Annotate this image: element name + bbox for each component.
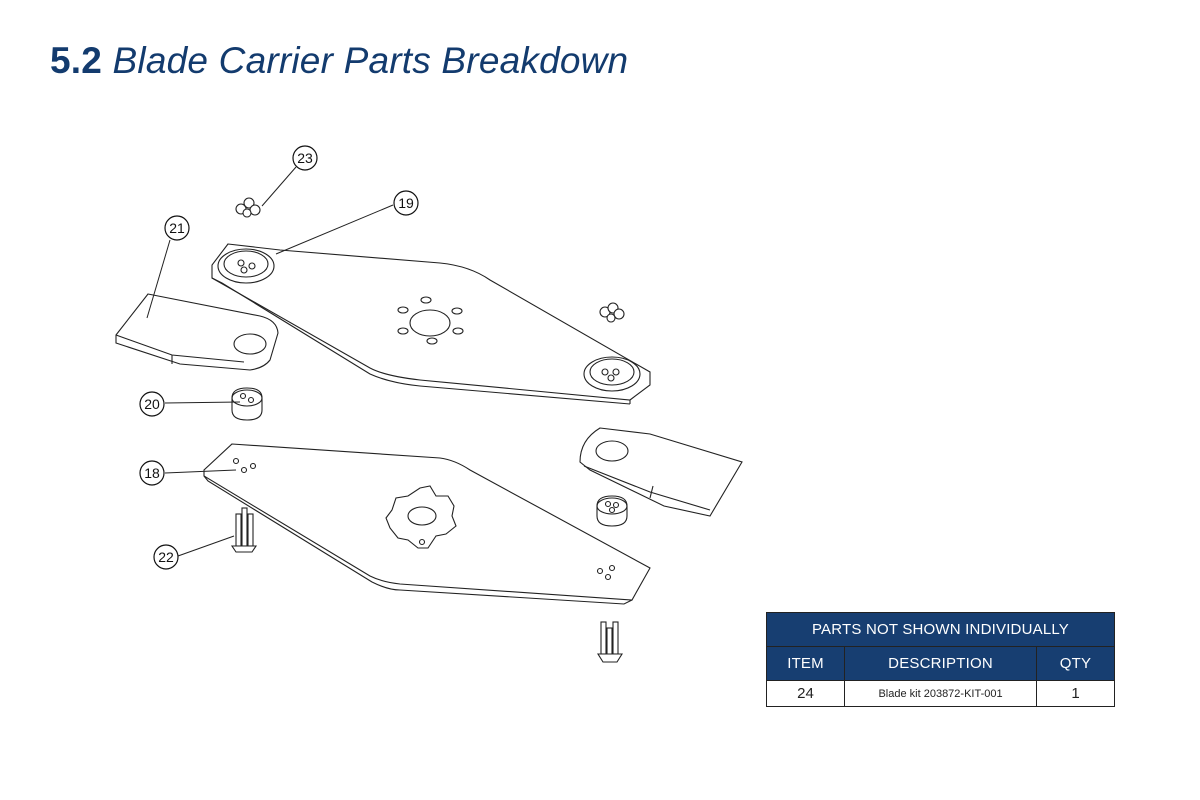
callout-23: 23 bbox=[292, 145, 318, 171]
leader-21 bbox=[146, 239, 171, 319]
svg-text:21: 21 bbox=[169, 220, 185, 236]
header-qty: QTY bbox=[1036, 646, 1115, 681]
svg-text:23: 23 bbox=[297, 150, 313, 166]
header-item: ITEM bbox=[765, 646, 846, 681]
bolt-cluster-left bbox=[230, 507, 258, 553]
leader-19 bbox=[275, 204, 394, 255]
cell-item: 24 bbox=[765, 680, 846, 707]
callout-19: 19 bbox=[393, 190, 419, 216]
left-blade bbox=[115, 293, 279, 371]
parts-not-shown-table: PARTS NOT SHOWN INDIVIDUALLY ITEM DESCRI… bbox=[765, 612, 1115, 707]
callout-20: 20 bbox=[139, 391, 165, 417]
svg-text:18: 18 bbox=[144, 465, 160, 481]
leader-18 bbox=[164, 469, 237, 474]
bolt-cluster-right bbox=[597, 621, 623, 663]
table-title: PARTS NOT SHOWN INDIVIDUALLY bbox=[766, 612, 1115, 647]
cell-qty: 1 bbox=[1036, 680, 1115, 707]
callout-18: 18 bbox=[139, 460, 165, 486]
svg-text:22: 22 bbox=[158, 549, 174, 565]
left-spacer bbox=[231, 387, 263, 421]
table-header-row: ITEM DESCRIPTION QTY bbox=[765, 646, 1115, 681]
svg-text:20: 20 bbox=[144, 396, 160, 412]
page-title: 5.2 Blade Carrier Parts Breakdown bbox=[50, 40, 628, 82]
section-title: Blade Carrier Parts Breakdown bbox=[112, 40, 629, 81]
header-description: DESCRIPTION bbox=[844, 646, 1038, 681]
nut-cluster-right bbox=[599, 302, 625, 323]
svg-text:19: 19 bbox=[398, 195, 414, 211]
upper-carrier-plate bbox=[211, 243, 651, 405]
nut-cluster-top bbox=[235, 197, 261, 218]
callout-22: 22 bbox=[153, 544, 179, 570]
cell-description: Blade kit 203872-KIT-001 bbox=[844, 680, 1038, 707]
callout-21: 21 bbox=[164, 215, 190, 241]
lower-carrier-plate bbox=[203, 443, 651, 605]
leader-22 bbox=[177, 535, 235, 557]
leader-23 bbox=[261, 166, 297, 207]
right-blade bbox=[579, 427, 743, 517]
right-spacer bbox=[596, 495, 628, 527]
table-title-row: PARTS NOT SHOWN INDIVIDUALLY bbox=[766, 612, 1115, 647]
table-row: 24 Blade kit 203872-KIT-001 1 bbox=[765, 680, 1115, 707]
leader-20 bbox=[164, 401, 241, 404]
section-number: 5.2 bbox=[50, 40, 103, 81]
